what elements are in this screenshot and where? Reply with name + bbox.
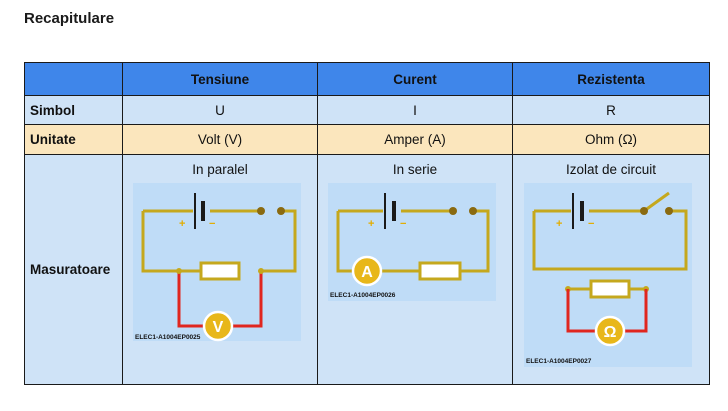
cell-masuratoare-curent: In serie + − [317,154,513,385]
column-header-curent: Curent [317,62,513,96]
plus-sign: + [179,218,185,230]
page-title: Recapitulare [24,10,115,27]
figure-code-0027: ELEC1-A1004EP0027 [526,358,592,365]
cell-simbol-tensiune: U [122,95,318,125]
circuit-diagram-voltmeter: + − V ELEC1-A1004EP0025 [132,183,301,342]
column-header-tensiune: Tensiune [122,62,318,96]
voltmeter-symbol: V [212,319,223,336]
cell-masuratoare-tensiune: In paralel + − [122,154,318,385]
cell-unitate-rezistenta: Ohm (Ω) [512,124,710,155]
circuit-diagram-ammeter: + − A ELEC1-A1004EP0026 [327,183,496,301]
method-label-series: In serie [392,162,438,177]
figure-code-0026: ELEC1-A1004EP0026 [330,292,396,299]
row-label-unitate: Unitate [24,124,123,155]
header-row: Tensiune Curent Rezistenta [24,62,710,96]
cell-simbol-curent: I [317,95,513,125]
row-label-masuratoare: Masuratoare [24,154,123,385]
cell-simbol-rezistenta: R [512,95,710,125]
row-label-simbol: Simbol [24,95,123,125]
summary-table: Tensiune Curent Rezistenta Simbol U I R … [24,62,710,385]
column-header-rezistenta: Rezistenta [512,62,710,96]
table-row-simbol: Simbol U I R [24,95,710,125]
cell-masuratoare-rezistenta: Izolat de circuit + − [512,154,710,385]
ohmmeter-symbol: Ω [603,324,616,341]
figure-code-0025: ELEC1-A1004EP0025 [135,334,201,341]
minus-sign: − [400,218,406,230]
circuit-diagram-ohmmeter: + − Ω ELEC1-A1004EP0027 [523,183,692,367]
method-label-isolated: Izolat de circuit [565,162,657,177]
ammeter-symbol: A [361,264,373,281]
cell-unitate-curent: Amper (A) [317,124,513,155]
minus-sign: − [209,218,215,230]
minus-sign: − [588,218,594,230]
table-row-unitate: Unitate Volt (V) Amper (A) Ohm (Ω) [24,124,710,155]
corner-cell [24,62,123,96]
plus-sign: + [556,218,562,230]
method-label-parallel: In paralel [192,162,248,177]
table-row-masuratoare: Masuratoare In paralel + − [24,154,710,385]
plus-sign: + [368,218,374,230]
cell-unitate-tensiune: Volt (V) [122,124,318,155]
